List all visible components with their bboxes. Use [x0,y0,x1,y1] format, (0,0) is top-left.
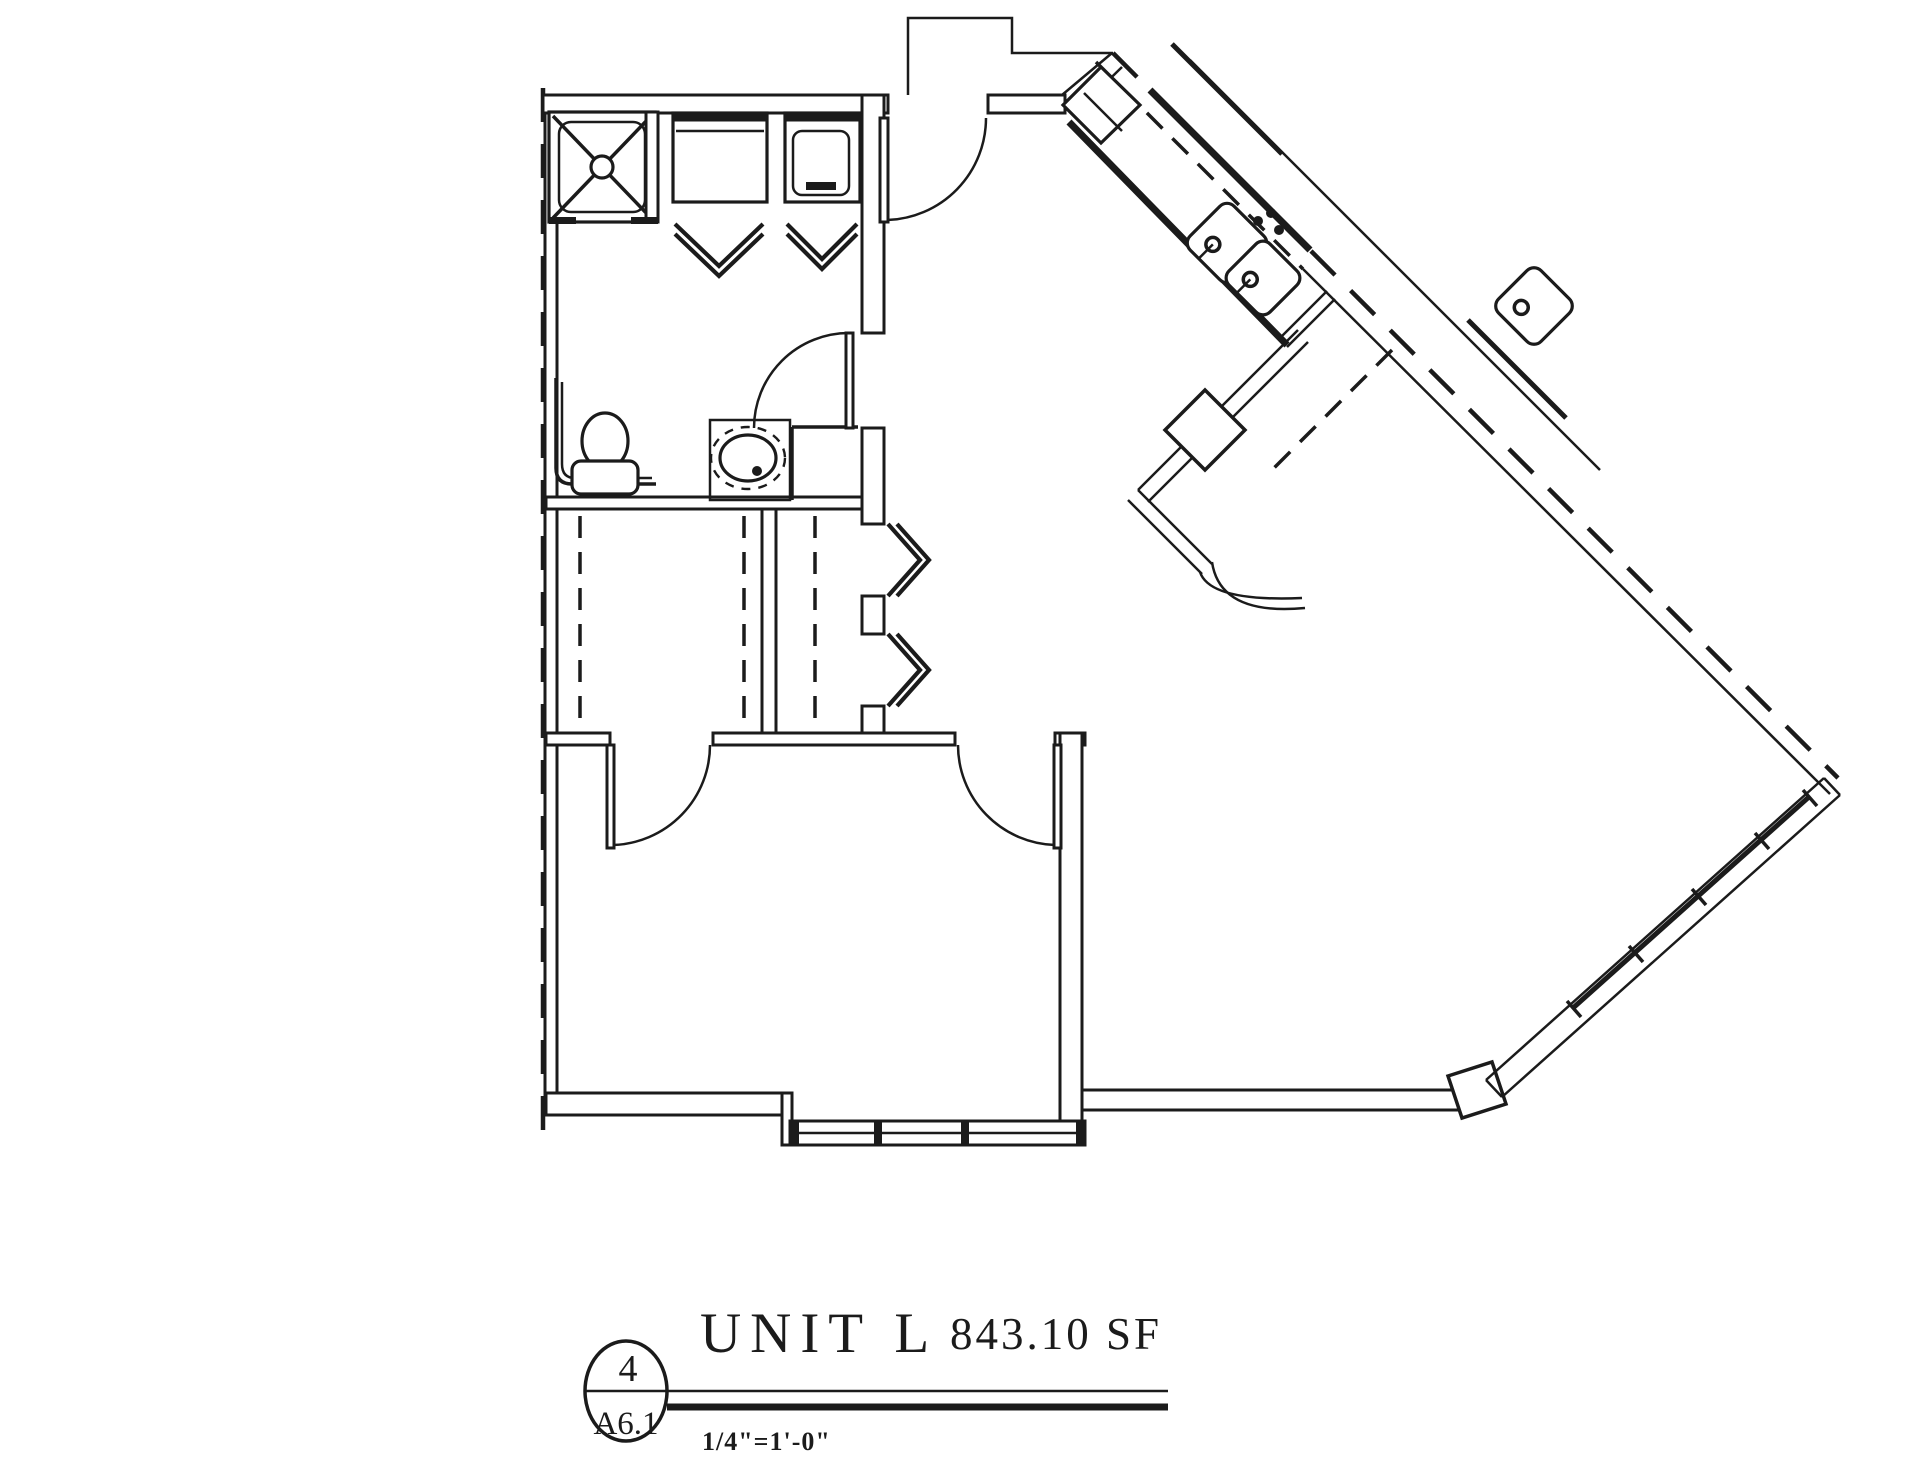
vanity-sink-icon [708,418,792,502]
unit-area: 843.10 SF [950,1309,1162,1359]
kitchen-double-sink-icon [1185,201,1302,317]
counter-end [1286,298,1336,348]
unit-title: UNIT L [700,1302,938,1365]
drawing-scale: 1/4"=1'-0" [702,1427,831,1456]
closet-wall-stub [860,594,886,636]
living-room-window-wall [1485,777,1841,1098]
laundry-bifold-doors-icon [673,222,859,279]
laundry-closet-shelf [671,111,769,204]
sheet-number: A6.1 [593,1406,658,1442]
bedroom-door [956,743,1063,850]
closets [578,516,932,850]
bathroom-bottom-wall [544,495,864,511]
left-wall [543,93,559,1112]
closet-door [605,743,712,850]
bedroom-living-wall [1058,731,1084,1137]
linen-niche [790,425,858,500]
hall-closet-bifold-doors-icon [886,522,932,708]
walls [541,52,1509,1147]
neighbor-unit-counter [906,16,1601,471]
wall-step [780,1091,794,1147]
window-mullions [1565,788,1819,1019]
bathroom-door [752,331,855,430]
bathroom [547,110,862,502]
washer-dryer-icon [783,111,862,204]
closet-divider-wall [760,507,778,735]
entry-door [878,116,988,224]
title-block: 4 A6.1 UNIT L 843.10 SF 1/4"=1'-0" [583,1302,1168,1456]
neighbor-unit-sink-icon [1494,266,1574,346]
kitchen-column [1162,387,1248,473]
top-wall-right [986,93,1067,115]
living-bottom-wall [1080,1088,1464,1112]
counter-back-edge [1147,87,1313,253]
bedroom-window-band [788,1119,1087,1147]
top-wall [541,93,890,115]
detail-number: 4 [619,1348,638,1390]
counter-end [1278,290,1328,340]
toilet-icon [570,411,640,496]
shower-icon [547,110,660,224]
kitchen-peninsula-wall [1127,329,1309,611]
bedroom-top-wall [544,731,612,747]
bedroom-top-wall [711,731,957,747]
upper-cabinet-dashed-line [1264,348,1394,478]
entry-wall-lower [860,426,886,526]
refrigerator-icon [1060,64,1143,146]
kitchen [1060,64,1394,611]
bedroom-bottom-wall [544,1091,794,1117]
